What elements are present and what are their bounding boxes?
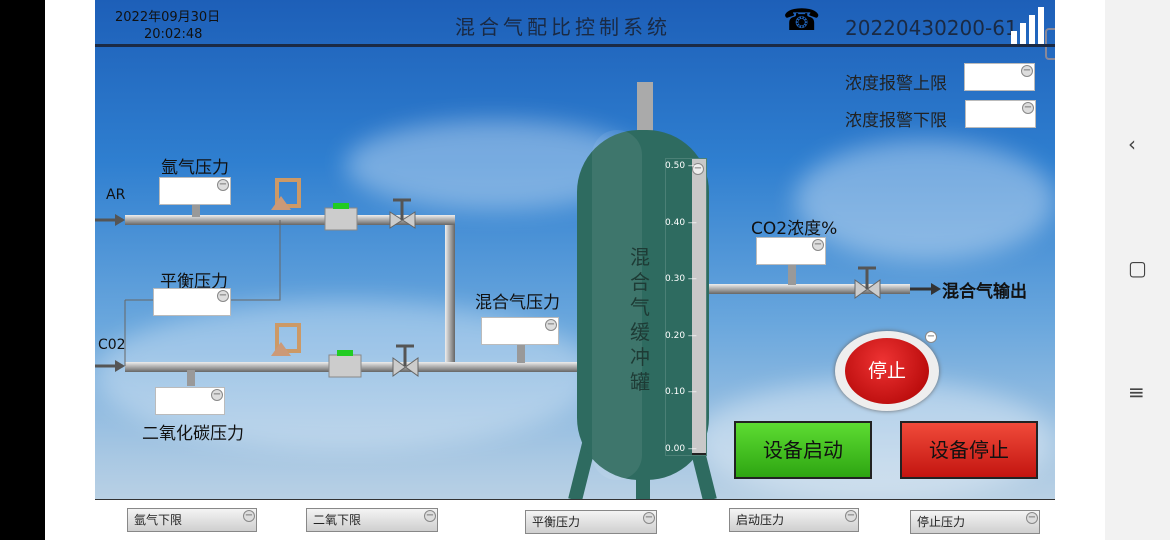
mix-pressure-field[interactable]: − [481, 317, 559, 345]
lower-alarm-label: 浓度报警下限 [845, 111, 947, 131]
co2-concentration-field[interactable]: − [756, 237, 826, 265]
tank-scale-tick: 0.00 — [665, 444, 697, 454]
co2-pressure-field[interactable]: − [155, 387, 225, 415]
stop-pressure-field[interactable]: 停止压力− [910, 510, 1040, 534]
minus-icon[interactable]: − [211, 389, 223, 401]
minus-icon[interactable]: − [217, 290, 229, 302]
minus-icon[interactable]: − [217, 179, 229, 191]
tank-scale-tick: 0.10 — [665, 387, 697, 398]
ar-line-label: AR [106, 187, 126, 203]
piping-diagram [95, 82, 941, 500]
argon-lower-limit-field[interactable]: 氩气下限− [127, 508, 257, 532]
co2-concentration-label: CO2浓度% [751, 219, 838, 239]
hmi-scene: 2022年09月30日 20:02:48 混合气配比控制系统 ☎ 2022043… [95, 0, 1055, 540]
mix-pressure-label: 混合气压力 [475, 293, 560, 313]
minus-icon[interactable]: − [1022, 102, 1034, 114]
upper-alarm-label: 浓度报警上限 [845, 74, 947, 94]
android-nav-bar [1105, 0, 1170, 540]
header-divider [95, 44, 1055, 47]
page-title: 混合气配比控制系统 [455, 15, 671, 39]
tank-label: 混合气缓冲罐 [630, 245, 650, 394]
minus-icon[interactable]: − [545, 319, 557, 331]
device-id: 20220430200-61 [845, 16, 1018, 40]
minus-icon[interactable]: − [243, 510, 255, 522]
minus-icon[interactable]: − [845, 510, 857, 522]
minus-icon[interactable]: − [1021, 65, 1033, 77]
tank-scale-tick: 0.20 — [665, 330, 697, 341]
minus-icon[interactable]: − [643, 512, 655, 524]
date: 2022年09月30日 [115, 10, 221, 25]
balance-pressure-setting-field[interactable]: 平衡压力− [525, 510, 657, 534]
telephone-icon[interactable]: ☎ [783, 3, 821, 38]
tank-scale-tick: 0.30 — [665, 274, 697, 285]
mix-output-label: 混合气输出 [942, 282, 1027, 302]
minus-icon[interactable]: − [692, 163, 704, 175]
tank-scale-tick: 0.40 — [665, 217, 697, 228]
minus-icon[interactable]: − [812, 239, 824, 251]
co2-lower-limit-field[interactable]: 二氧下限− [306, 508, 438, 532]
bottom-settings-bar: 氩气下限− 二氧下限− 平衡压力− 启动压力− 停止压力− [95, 499, 1055, 540]
co2-pressure-label: 二氧化碳压力 [142, 424, 244, 444]
home-button[interactable]: ▢ [1128, 256, 1147, 280]
tank-level-gauge: − [665, 158, 707, 456]
argon-pressure-label: 氩气压力 [161, 158, 229, 178]
start-button[interactable]: 设备启动 [734, 421, 872, 479]
time: 20:02:48 [144, 27, 203, 42]
minus-icon[interactable]: − [1026, 512, 1038, 524]
stop-indicator[interactable]: 停止 [835, 331, 939, 411]
minus-icon[interactable]: − [925, 331, 937, 343]
tank-scale-tick: 0.50 — [665, 161, 697, 171]
signal-bars-icon [1009, 5, 1047, 45]
minus-icon[interactable]: − [424, 510, 436, 522]
stop-button[interactable]: 设备停止 [900, 421, 1038, 479]
balance-pressure-field[interactable]: − [153, 288, 231, 316]
balance-pressure-label: 平衡压力 [160, 272, 228, 292]
left-bezel [0, 0, 45, 540]
start-pressure-field[interactable]: 启动压力− [729, 508, 859, 532]
lower-alarm-field[interactable]: − [965, 100, 1036, 128]
back-button[interactable]: ‹ [1128, 132, 1136, 156]
argon-pressure-field[interactable]: − [159, 177, 231, 205]
recents-button[interactable]: ≡ [1128, 380, 1145, 404]
upper-alarm-field[interactable]: − [964, 63, 1035, 91]
co2-line-label: C02 [98, 337, 126, 353]
